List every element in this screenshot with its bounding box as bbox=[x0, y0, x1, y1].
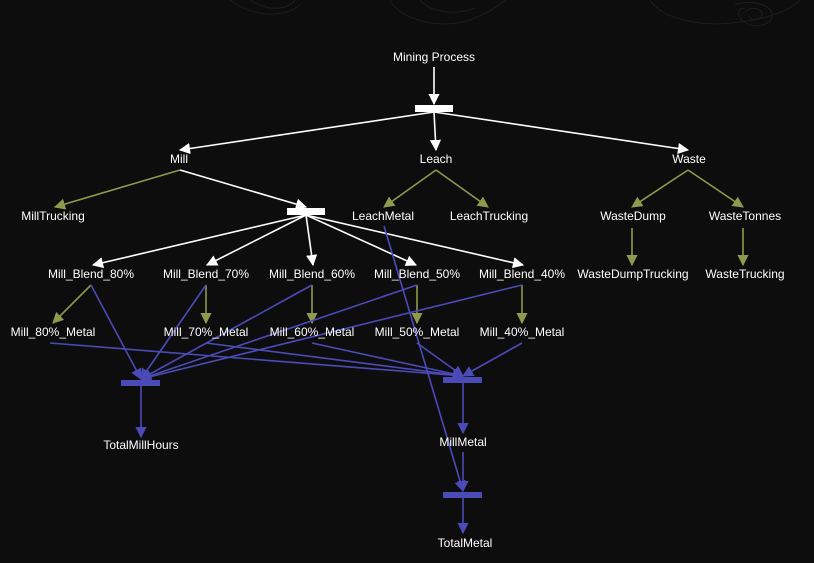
node-waste[interactable]: Waste bbox=[672, 152, 706, 166]
edge-bar-root-to-mill bbox=[178, 111, 435, 155]
node-waste-dump[interactable]: WasteDump bbox=[600, 209, 666, 223]
node-total-mill-hours[interactable]: TotalMillHours bbox=[103, 438, 178, 452]
node-mining-process[interactable]: Mining Process bbox=[393, 50, 475, 64]
node-total-metal[interactable]: TotalMetal bbox=[438, 536, 493, 550]
node-waste-tonnes[interactable]: WasteTonnes bbox=[709, 209, 781, 223]
node-mill-blend-50[interactable]: Mill_Blend_50% bbox=[374, 267, 460, 281]
node-leach-metal[interactable]: LeachMetal bbox=[352, 209, 414, 223]
node-mill-60-metal[interactable]: Mill_60%_Metal bbox=[270, 325, 355, 339]
edge-bar-mill-to-mill-blend-80 bbox=[91, 214, 307, 269]
edge-mill-blend-60-to-bar-hours bbox=[140, 284, 313, 380]
edge-bar-mill-to-mill-blend-50 bbox=[305, 214, 418, 266]
edge-mill-60-metal-to-bar-metal bbox=[311, 342, 465, 380]
edge-mill-to-bar-mill bbox=[179, 169, 308, 210]
junction-bar-root bbox=[415, 105, 453, 112]
edge-mill-blend-80-to-mill-80-metal bbox=[52, 284, 92, 324]
edge-waste-to-waste-dump bbox=[631, 169, 689, 208]
junction-bar-total-metal bbox=[443, 492, 482, 498]
node-mill-blend-70[interactable]: Mill_Blend_70% bbox=[163, 267, 249, 281]
edge-leach-metal-to-bar-total bbox=[383, 225, 466, 493]
node-mill-70-metal[interactable]: Mill_70%_Metal bbox=[164, 325, 249, 339]
edge-mill-50-metal-to-bar-metal bbox=[416, 342, 464, 377]
edge-waste-to-waste-tonnes bbox=[687, 169, 744, 208]
node-leach[interactable]: Leach bbox=[420, 152, 453, 166]
node-mill-blend-80[interactable]: Mill_Blend_80% bbox=[48, 267, 134, 281]
node-mill-40-metal[interactable]: Mill_40%_Metal bbox=[480, 325, 565, 339]
edge-bar-mill-to-mill-blend-60 bbox=[305, 214, 318, 267]
edge-mill-80-metal-to-bar-metal bbox=[49, 342, 465, 381]
node-waste-trucking[interactable]: WasteTrucking bbox=[705, 267, 784, 281]
node-mill-80-metal[interactable]: Mill_80%_Metal bbox=[11, 325, 96, 339]
junction-bar-mill-metal bbox=[443, 377, 482, 383]
edge-mill-70-metal-to-bar-metal bbox=[205, 342, 465, 381]
edge-mill-blend-40-to-bar-hours bbox=[139, 284, 523, 383]
junction-bar-mill-blends bbox=[287, 208, 325, 215]
node-mill-blend-60[interactable]: Mill_Blend_60% bbox=[269, 267, 355, 281]
edge-mill-to-mill-trucking bbox=[53, 169, 181, 210]
node-mill-trucking[interactable]: MillTrucking bbox=[21, 209, 85, 223]
edge-mill-blend-80-to-bar-hours bbox=[90, 284, 142, 380]
edge-bar-mill-to-mill-blend-70 bbox=[206, 214, 307, 266]
junction-bar-mill-hours bbox=[121, 380, 160, 386]
node-mill-blend-40[interactable]: Mill_Blend_40% bbox=[479, 267, 565, 281]
node-mill-50-metal[interactable]: Mill_50%_Metal bbox=[375, 325, 460, 339]
node-leach-trucking[interactable]: LeachTrucking bbox=[450, 209, 528, 223]
edge-leach-to-leach-trucking bbox=[435, 169, 489, 208]
edge-mill-40-metal-to-bar-metal bbox=[462, 342, 523, 377]
edge-bar-root-to-leach bbox=[429, 111, 442, 152]
edge-mill-blend-50-to-bar-hours bbox=[139, 284, 418, 382]
edge-bar-root-to-waste bbox=[433, 111, 690, 155]
edge-bar-mill-to-mill-blend-40 bbox=[305, 214, 525, 269]
node-labels: Mining Process Mill Leach Waste MillTruc… bbox=[11, 50, 785, 550]
edge-mill-blend-70-to-bar-hours bbox=[140, 284, 207, 380]
node-mill-metal[interactable]: MillMetal bbox=[439, 435, 486, 449]
node-waste-dump-trucking[interactable]: WasteDumpTrucking bbox=[577, 267, 688, 281]
background-contours bbox=[229, 0, 801, 27]
edge-leach-to-leach-metal bbox=[383, 169, 437, 208]
node-mill[interactable]: Mill bbox=[170, 152, 188, 166]
edges-layer bbox=[49, 67, 749, 535]
